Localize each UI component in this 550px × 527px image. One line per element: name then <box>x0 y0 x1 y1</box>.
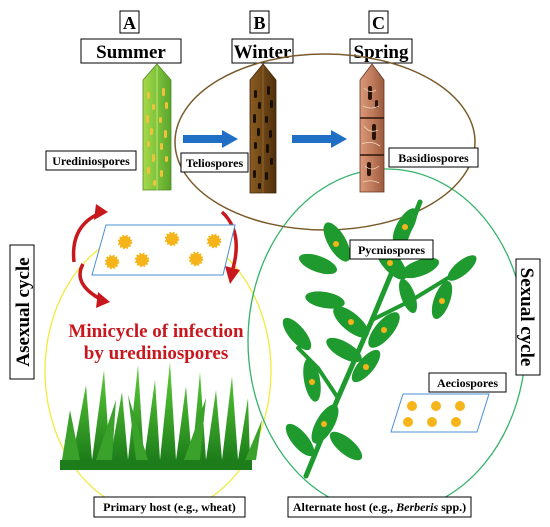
sexual-cycle-ellipse <box>247 168 527 514</box>
sexual-cycle-label: Sexual cycle <box>516 268 537 367</box>
urediniospores-label: Urediniospores <box>52 154 130 168</box>
teliospores-label: Teliospores <box>186 156 244 170</box>
alternate-host-suffix: spp.) <box>438 500 466 514</box>
wheat-grass-illustration <box>60 362 262 470</box>
basidiospores-label-box <box>388 147 479 168</box>
header-a: A Summer <box>80 10 182 64</box>
letter-box <box>368 10 389 34</box>
aeciospores-label: Aeciospores <box>437 376 498 390</box>
letter-c: C <box>372 13 385 33</box>
season-box <box>349 38 413 64</box>
season-summer: Summer <box>96 42 166 63</box>
letter-b: B <box>253 13 265 33</box>
minicycle-arrows <box>71 204 240 308</box>
alternate-host-genus: Berberis <box>395 500 438 514</box>
alternate-host-prefix: Alternate host (e.g., <box>293 500 396 514</box>
letter-box <box>119 10 140 34</box>
header-b: B Winter <box>231 10 294 64</box>
spring-leaf-illustration <box>359 63 385 193</box>
alternate-host-label-box <box>287 496 472 518</box>
season-winter: Winter <box>234 42 292 63</box>
season-box <box>231 38 294 64</box>
aeciospore-slide <box>390 393 490 433</box>
season-box <box>80 38 182 64</box>
progression-arrows <box>183 130 347 148</box>
pycniospores-label: Pycniospores <box>358 243 425 257</box>
sexual-cycle-label-group: Sexual cycle <box>515 258 541 376</box>
summer-leaf-illustration <box>142 63 172 191</box>
primary-host-label: Primary host (e.g., wheat) <box>103 500 236 514</box>
urediniospores-label-box <box>45 150 137 171</box>
aeciospores-label-box <box>428 372 507 393</box>
berberis-branch-illustration <box>282 199 477 479</box>
header-c: C Spring <box>349 10 413 64</box>
pycniospores-label-box <box>349 239 434 260</box>
asexual-cycle-label-group: Asexual cycle <box>9 244 35 380</box>
teliospores-label-box <box>180 152 249 173</box>
asexual-cycle-label: Asexual cycle <box>13 257 34 366</box>
minicycle-text-line1: Minicycle of infection <box>68 321 244 342</box>
letter-box <box>249 10 270 34</box>
arrow-summer-to-winter <box>183 130 238 148</box>
arrow-winter-to-spring <box>292 130 347 148</box>
primary-host-label-box <box>93 496 246 518</box>
winter-leaf-illustration <box>249 63 277 194</box>
letter-a: A <box>123 13 136 33</box>
basidiospores-label: Basidiospores <box>398 151 469 165</box>
minicycle-text-line2: by urediniospores <box>84 343 228 364</box>
alternate-host-label: Alternate host (e.g., Berberis spp.) <box>293 500 466 514</box>
urediniospore-slide <box>91 224 236 276</box>
